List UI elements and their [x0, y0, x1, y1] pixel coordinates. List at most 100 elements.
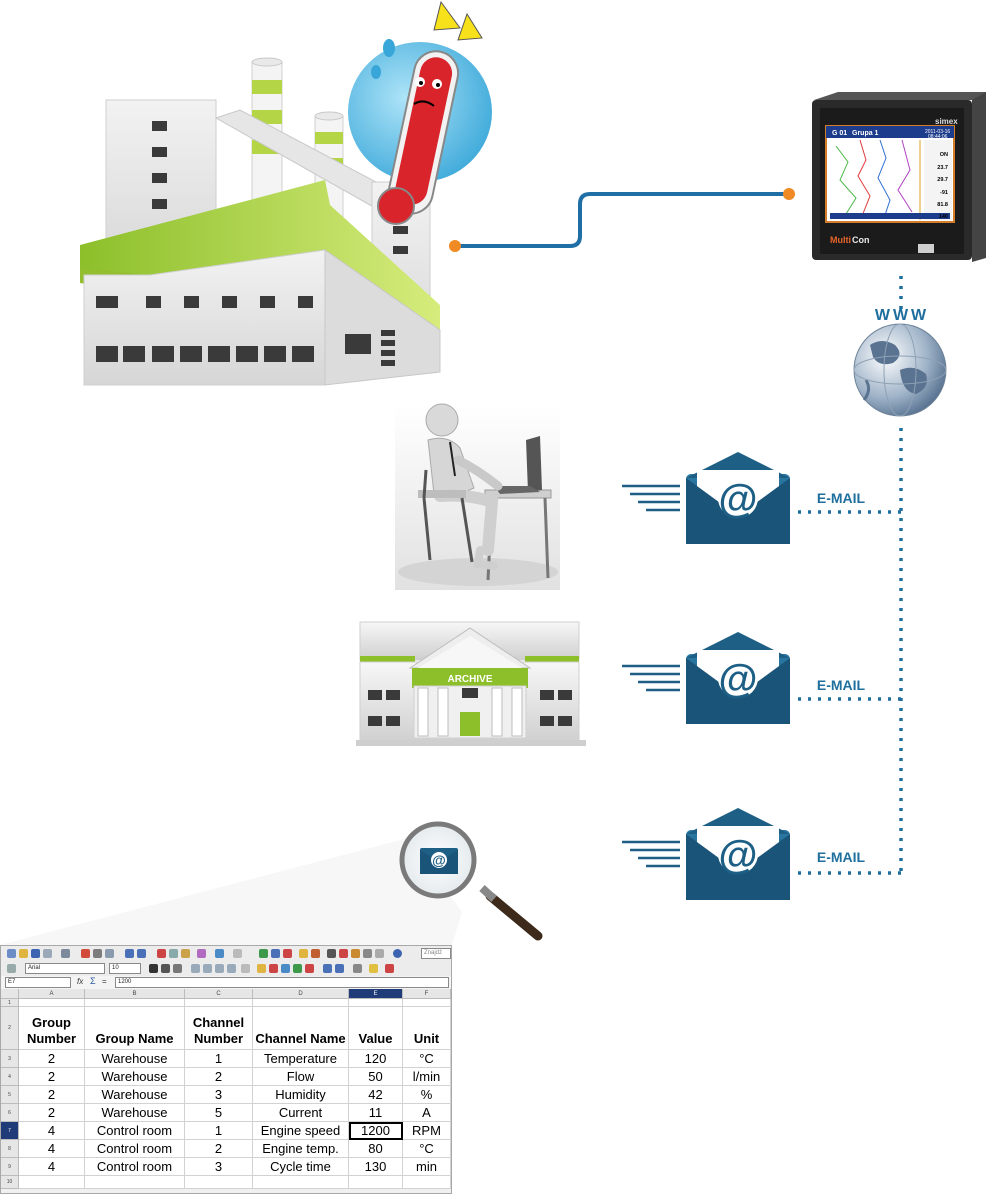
new-document-icon[interactable]: [7, 949, 16, 958]
table-cell[interactable]: min: [403, 1158, 451, 1176]
table-cell[interactable]: A: [403, 1104, 451, 1122]
copy-icon[interactable]: [169, 949, 178, 958]
table-cell[interactable]: 80: [349, 1140, 403, 1158]
cell-empty[interactable]: [185, 999, 253, 1007]
table-header-cell[interactable]: Group Name: [85, 1007, 185, 1050]
table-cell[interactable]: l/min: [403, 1068, 451, 1086]
table-cell[interactable]: 1: [185, 1122, 253, 1140]
column-header-e[interactable]: E: [349, 989, 403, 999]
table-cell[interactable]: RPM: [403, 1122, 451, 1140]
table-cell[interactable]: °C: [403, 1050, 451, 1068]
table-cell[interactable]: 42: [349, 1086, 403, 1104]
table-cell[interactable]: 120: [349, 1050, 403, 1068]
help-icon[interactable]: [393, 949, 402, 958]
table-cell[interactable]: 5: [185, 1104, 253, 1122]
justify-icon[interactable]: [227, 964, 236, 973]
table-cell[interactable]: %: [403, 1086, 451, 1104]
save-icon[interactable]: [31, 949, 40, 958]
cell-empty[interactable]: [185, 1176, 253, 1189]
column-header-a[interactable]: A: [19, 989, 85, 999]
font-color-icon[interactable]: [385, 964, 394, 973]
table-cell[interactable]: Control room: [85, 1122, 185, 1140]
table-cell[interactable]: 2: [185, 1068, 253, 1086]
email-doc-icon[interactable]: [43, 949, 52, 958]
table-cell[interactable]: Temperature: [253, 1050, 349, 1068]
underline-icon[interactable]: [173, 964, 182, 973]
table-cell[interactable]: 11: [349, 1104, 403, 1122]
select-all-corner[interactable]: [1, 989, 19, 999]
font-name-select[interactable]: Arial: [25, 963, 105, 974]
redo-icon[interactable]: [233, 949, 242, 958]
table-cell[interactable]: Control room: [85, 1158, 185, 1176]
table-header-cell[interactable]: Value: [349, 1007, 403, 1050]
currency-format-icon[interactable]: [257, 964, 266, 973]
cell-empty[interactable]: [403, 999, 451, 1007]
table-cell[interactable]: Humidity: [253, 1086, 349, 1104]
table-cell[interactable]: Warehouse: [85, 1068, 185, 1086]
find-replace-icon[interactable]: [327, 949, 336, 958]
cell-empty[interactable]: [85, 1176, 185, 1189]
spellcheck-icon[interactable]: [125, 949, 134, 958]
hyperlink-icon[interactable]: [259, 949, 268, 958]
table-cell[interactable]: 1: [185, 1050, 253, 1068]
draw-functions-icon[interactable]: [311, 949, 320, 958]
table-cell[interactable]: 4: [19, 1158, 85, 1176]
cut-icon[interactable]: [157, 949, 166, 958]
table-cell[interactable]: Control room: [85, 1140, 185, 1158]
table-cell[interactable]: Engine temp.: [253, 1140, 349, 1158]
open-folder-icon[interactable]: [19, 949, 28, 958]
cell-empty[interactable]: [253, 1176, 349, 1189]
table-cell[interactable]: 50: [349, 1068, 403, 1086]
table-cell[interactable]: 4: [19, 1122, 85, 1140]
table-header-cell[interactable]: Unit: [403, 1007, 451, 1050]
edit-file-icon[interactable]: [61, 949, 70, 958]
row-header-3[interactable]: 3: [1, 1050, 19, 1068]
add-decimal-icon[interactable]: [293, 964, 302, 973]
paste-icon[interactable]: [181, 949, 190, 958]
chart-icon[interactable]: [299, 949, 308, 958]
borders-icon[interactable]: [353, 964, 362, 973]
table-cell[interactable]: Warehouse: [85, 1050, 185, 1068]
table-cell[interactable]: Cycle time: [253, 1158, 349, 1176]
export-pdf-icon[interactable]: [81, 949, 90, 958]
toolbar-search-input[interactable]: Znajdź: [421, 948, 451, 959]
gallery-icon[interactable]: [351, 949, 360, 958]
number-format-icon[interactable]: [281, 964, 290, 973]
sum-icon[interactable]: Σ: [90, 976, 96, 986]
merge-cells-icon[interactable]: [241, 964, 250, 973]
row-header-1[interactable]: 1: [1, 999, 19, 1007]
table-cell[interactable]: Flow: [253, 1068, 349, 1086]
print-icon[interactable]: [93, 949, 102, 958]
datasources-icon[interactable]: [363, 949, 372, 958]
format-paintbrush-icon[interactable]: [197, 949, 206, 958]
row-header-8[interactable]: 8: [1, 1140, 19, 1158]
align-left-icon[interactable]: [191, 964, 200, 973]
table-cell[interactable]: 3: [185, 1086, 253, 1104]
print-preview-icon[interactable]: [105, 949, 114, 958]
table-cell[interactable]: 4: [19, 1140, 85, 1158]
cell-empty[interactable]: [85, 999, 185, 1007]
percent-format-icon[interactable]: [269, 964, 278, 973]
table-cell[interactable]: Warehouse: [85, 1104, 185, 1122]
table-cell[interactable]: Current: [253, 1104, 349, 1122]
function-wizard-icon[interactable]: fx: [77, 977, 84, 986]
cell-empty[interactable]: [19, 999, 85, 1007]
font-size-select[interactable]: 10: [109, 963, 141, 974]
table-cell[interactable]: 2: [19, 1068, 85, 1086]
cell-empty[interactable]: [253, 999, 349, 1007]
table-cell[interactable]: 3: [185, 1158, 253, 1176]
sort-ascending-icon[interactable]: [271, 949, 280, 958]
formula-input[interactable]: 1200: [115, 977, 449, 988]
table-cell[interactable]: °C: [403, 1140, 451, 1158]
table-cell[interactable]: 2: [19, 1050, 85, 1068]
column-header-b[interactable]: B: [85, 989, 185, 999]
decrease-indent-icon[interactable]: [323, 964, 332, 973]
row-header-5[interactable]: 5: [1, 1086, 19, 1104]
cell-reference-box[interactable]: E7: [5, 977, 71, 988]
cell-empty[interactable]: [19, 1176, 85, 1189]
table-cell[interactable]: Engine speed: [253, 1122, 349, 1140]
sort-descending-icon[interactable]: [283, 949, 292, 958]
align-center-icon[interactable]: [203, 964, 212, 973]
row-header-2[interactable]: 2: [1, 1007, 19, 1050]
bold-icon[interactable]: [149, 964, 158, 973]
